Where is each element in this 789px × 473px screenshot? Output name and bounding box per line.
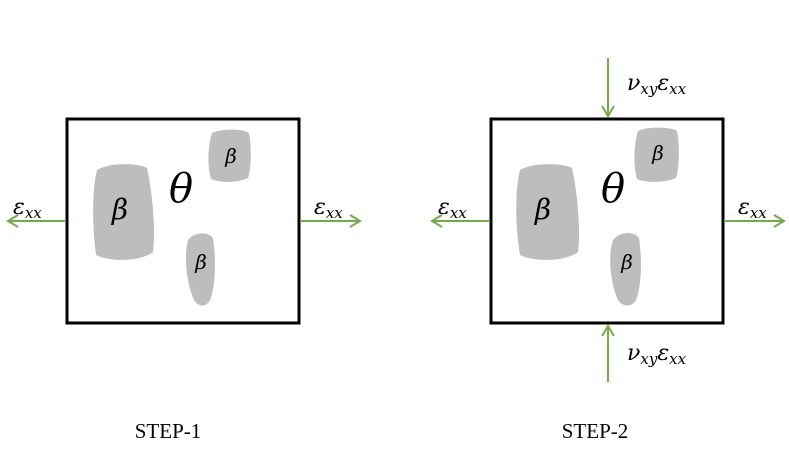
step1-caption: STEP-1 <box>135 419 202 443</box>
step2-caption: STEP-2 <box>562 419 629 443</box>
step1-particle-symbol-bottom: β <box>194 250 207 274</box>
step2-panel: β β β θ εxx εxx νxyεxx <box>430 58 786 443</box>
step2-left-arrow <box>430 214 490 228</box>
step1-particle-symbol-large: β <box>111 193 128 226</box>
step2-top-arrow <box>601 58 615 118</box>
step2-left-strain-label: εxx <box>438 195 467 222</box>
step2-particle-symbol-top-right: β <box>651 141 664 165</box>
step2-particle-top-right <box>634 127 679 182</box>
step2-particle-symbol-bottom: β <box>620 250 633 274</box>
step2-bottom-strain-label: νxyεxx <box>627 341 687 368</box>
step1-matrix-symbol: θ <box>169 166 193 212</box>
step1-particle-top-right <box>208 129 251 182</box>
step2-particle-symbol-large: β <box>534 193 551 226</box>
step1-right-arrow <box>300 214 362 228</box>
step1-particle-symbol-top-right: β <box>224 144 237 168</box>
step2-right-strain-label: εxx <box>738 195 767 222</box>
step2-particle-bottom <box>610 232 641 306</box>
step2-matrix-symbol: θ <box>601 166 625 212</box>
step1-right-strain-label: εxx <box>314 195 343 222</box>
step1-particle-large <box>93 164 155 260</box>
step1-left-strain-label: εxx <box>13 195 42 222</box>
step1-left-arrow <box>6 214 66 228</box>
step2-right-arrow <box>724 214 786 228</box>
step2-particle-large <box>516 164 580 260</box>
step2-bottom-arrow <box>601 324 615 382</box>
step1-panel: β β β θ εxx εxx STEP-1 <box>6 117 362 443</box>
step2-top-strain-label: νxyεxx <box>627 71 687 98</box>
step1-particle-bottom <box>185 233 215 306</box>
